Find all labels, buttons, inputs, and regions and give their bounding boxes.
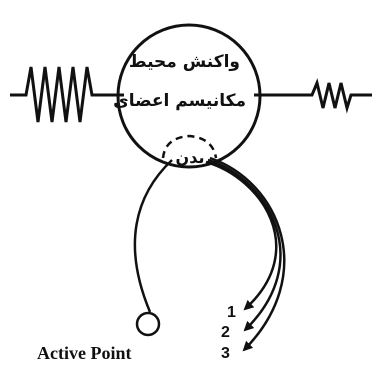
arrow-path-2 xyxy=(207,158,282,332)
left-spring xyxy=(10,66,124,123)
path-number-1: 1 xyxy=(227,304,236,321)
path-number-3: 3 xyxy=(221,345,230,362)
body-circle xyxy=(116,23,262,169)
circle-label-line1: واکنش محیط xyxy=(128,52,240,72)
circle-label-line3: بدن xyxy=(175,148,205,167)
active-point-path xyxy=(133,159,173,313)
arrow-path-3 xyxy=(209,156,286,352)
active-point-label: Active Point xyxy=(37,343,132,363)
right-spring xyxy=(254,78,372,114)
arrow-path-1 xyxy=(205,160,278,311)
circle-label-line2: مکانیسم اعضای xyxy=(113,91,246,111)
active-point-node xyxy=(135,311,161,337)
path-number-2: 2 xyxy=(221,324,230,341)
dashed-arc xyxy=(161,134,218,159)
